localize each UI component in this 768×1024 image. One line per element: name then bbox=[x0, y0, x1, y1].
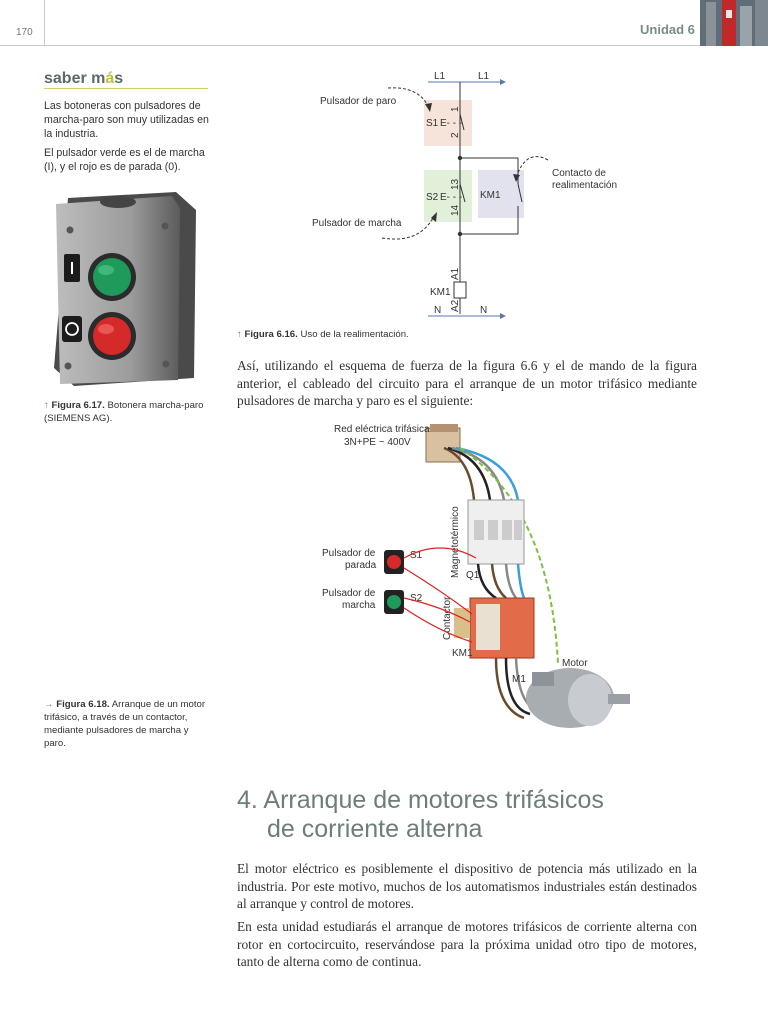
label-magnetotermico: Magnetotérmico bbox=[450, 506, 461, 578]
figure-6-17-caption: ↑ Figura 6.17. Botonera marcha-paro (SIE… bbox=[44, 400, 204, 424]
diagram-label-terminal-1: 1 bbox=[450, 106, 461, 112]
header-rule bbox=[0, 45, 700, 46]
svg-text:E- - -: E- - - bbox=[440, 192, 462, 203]
label-s2: S2 bbox=[410, 593, 423, 604]
section-heading-line-2: de corriente alterna bbox=[267, 815, 483, 843]
callout-contacto-line1: Contacto de bbox=[552, 168, 606, 179]
intro-paragraph: Así, utilizando el esquema de fuerza de … bbox=[237, 358, 697, 408]
unit-label: Unidad 6 bbox=[640, 22, 695, 37]
page-number: 170 bbox=[16, 27, 33, 38]
diagram-label-s1: S1 bbox=[426, 118, 439, 129]
callout-pulsador-paro: Pulsador de paro bbox=[320, 96, 397, 107]
label-pulsador-parada-2: parada bbox=[345, 560, 377, 571]
motor-wiring-illustration: Red eléctrica trifásica 3N+PE ~ 400V Mag… bbox=[300, 418, 640, 748]
diagram-label-s2: S2 bbox=[426, 192, 439, 203]
section-heading-line-1: 4. Arranque de motores trifásicos bbox=[237, 786, 604, 814]
diagram-label-terminal-2: 2 bbox=[450, 132, 461, 138]
label-red-electrica: Red eléctrica trifásica bbox=[334, 424, 430, 435]
diagram-label-n-left: N bbox=[434, 305, 441, 316]
label-motor: Motor bbox=[562, 658, 588, 669]
header-divider-vertical bbox=[44, 0, 45, 46]
diagram-label-terminal-14: 14 bbox=[450, 204, 461, 216]
label-s1: S1 bbox=[410, 550, 423, 561]
diagram-label-a1: A1 bbox=[450, 267, 461, 280]
label-pulsador-marcha-2: marcha bbox=[342, 600, 376, 611]
diagram-label-l1-left: L1 bbox=[434, 71, 446, 82]
label-m1: M1 bbox=[512, 674, 526, 685]
right-arrow-icon: → bbox=[44, 699, 54, 710]
figure-6-18-caption: → Figura 6.18. Arranque de un motor trif… bbox=[44, 699, 206, 749]
diagram-label-km1-coil: KM1 bbox=[430, 287, 451, 298]
callout-contacto-line2: realimentación bbox=[552, 180, 617, 191]
label-pulsador-parada-1: Pulsador de bbox=[322, 548, 376, 559]
diagram-label-a2: A2 bbox=[450, 299, 461, 312]
up-arrow-icon: ↑ bbox=[44, 400, 49, 411]
label-q1: Q1 bbox=[466, 570, 480, 581]
diagram-label-terminal-13: 13 bbox=[450, 178, 461, 190]
section-heading: 4. Arranque de motores trifásicos de cor… bbox=[237, 786, 604, 844]
up-arrow-icon: ↑ bbox=[237, 329, 242, 340]
diagram-label-l1-right: L1 bbox=[478, 71, 490, 82]
label-pulsador-marcha-1: Pulsador de bbox=[322, 588, 376, 599]
push-button-box-image bbox=[48, 188, 198, 388]
callout-pulsador-marcha: Pulsador de marcha bbox=[312, 218, 402, 229]
body-paragraph-2: En esta unidad estudiarás el arranque de… bbox=[237, 919, 697, 969]
header-photo bbox=[700, 0, 768, 46]
svg-text:E- - -: E- - - bbox=[440, 118, 462, 129]
body-paragraph-1: El motor eléctrico es posiblemente el di… bbox=[237, 861, 697, 911]
figure-6-16-caption: ↑ Figura 6.16. Uso de la realimentación. bbox=[237, 329, 409, 340]
diagram-label-km1-contact: KM1 bbox=[480, 190, 501, 201]
label-contactor: Contactor bbox=[442, 596, 453, 640]
saber-mas-title: saber más bbox=[44, 70, 124, 87]
saber-mas-paragraph-1: Las botoneras con pulsadores de marcha-p… bbox=[44, 100, 209, 140]
saber-mas-paragraph-2: El pulsador verde es el de marcha (I), y… bbox=[44, 147, 205, 173]
saber-mas-rule bbox=[44, 88, 208, 89]
diagram-label-n-right: N bbox=[480, 305, 487, 316]
control-circuit-diagram: L1 L1 S1 E- - - 1 2 KM1 S2 E- - - 13 14 … bbox=[300, 66, 640, 330]
label-km1: KM1 bbox=[452, 648, 473, 659]
label-red-voltage: 3N+PE ~ 400V bbox=[344, 437, 411, 448]
